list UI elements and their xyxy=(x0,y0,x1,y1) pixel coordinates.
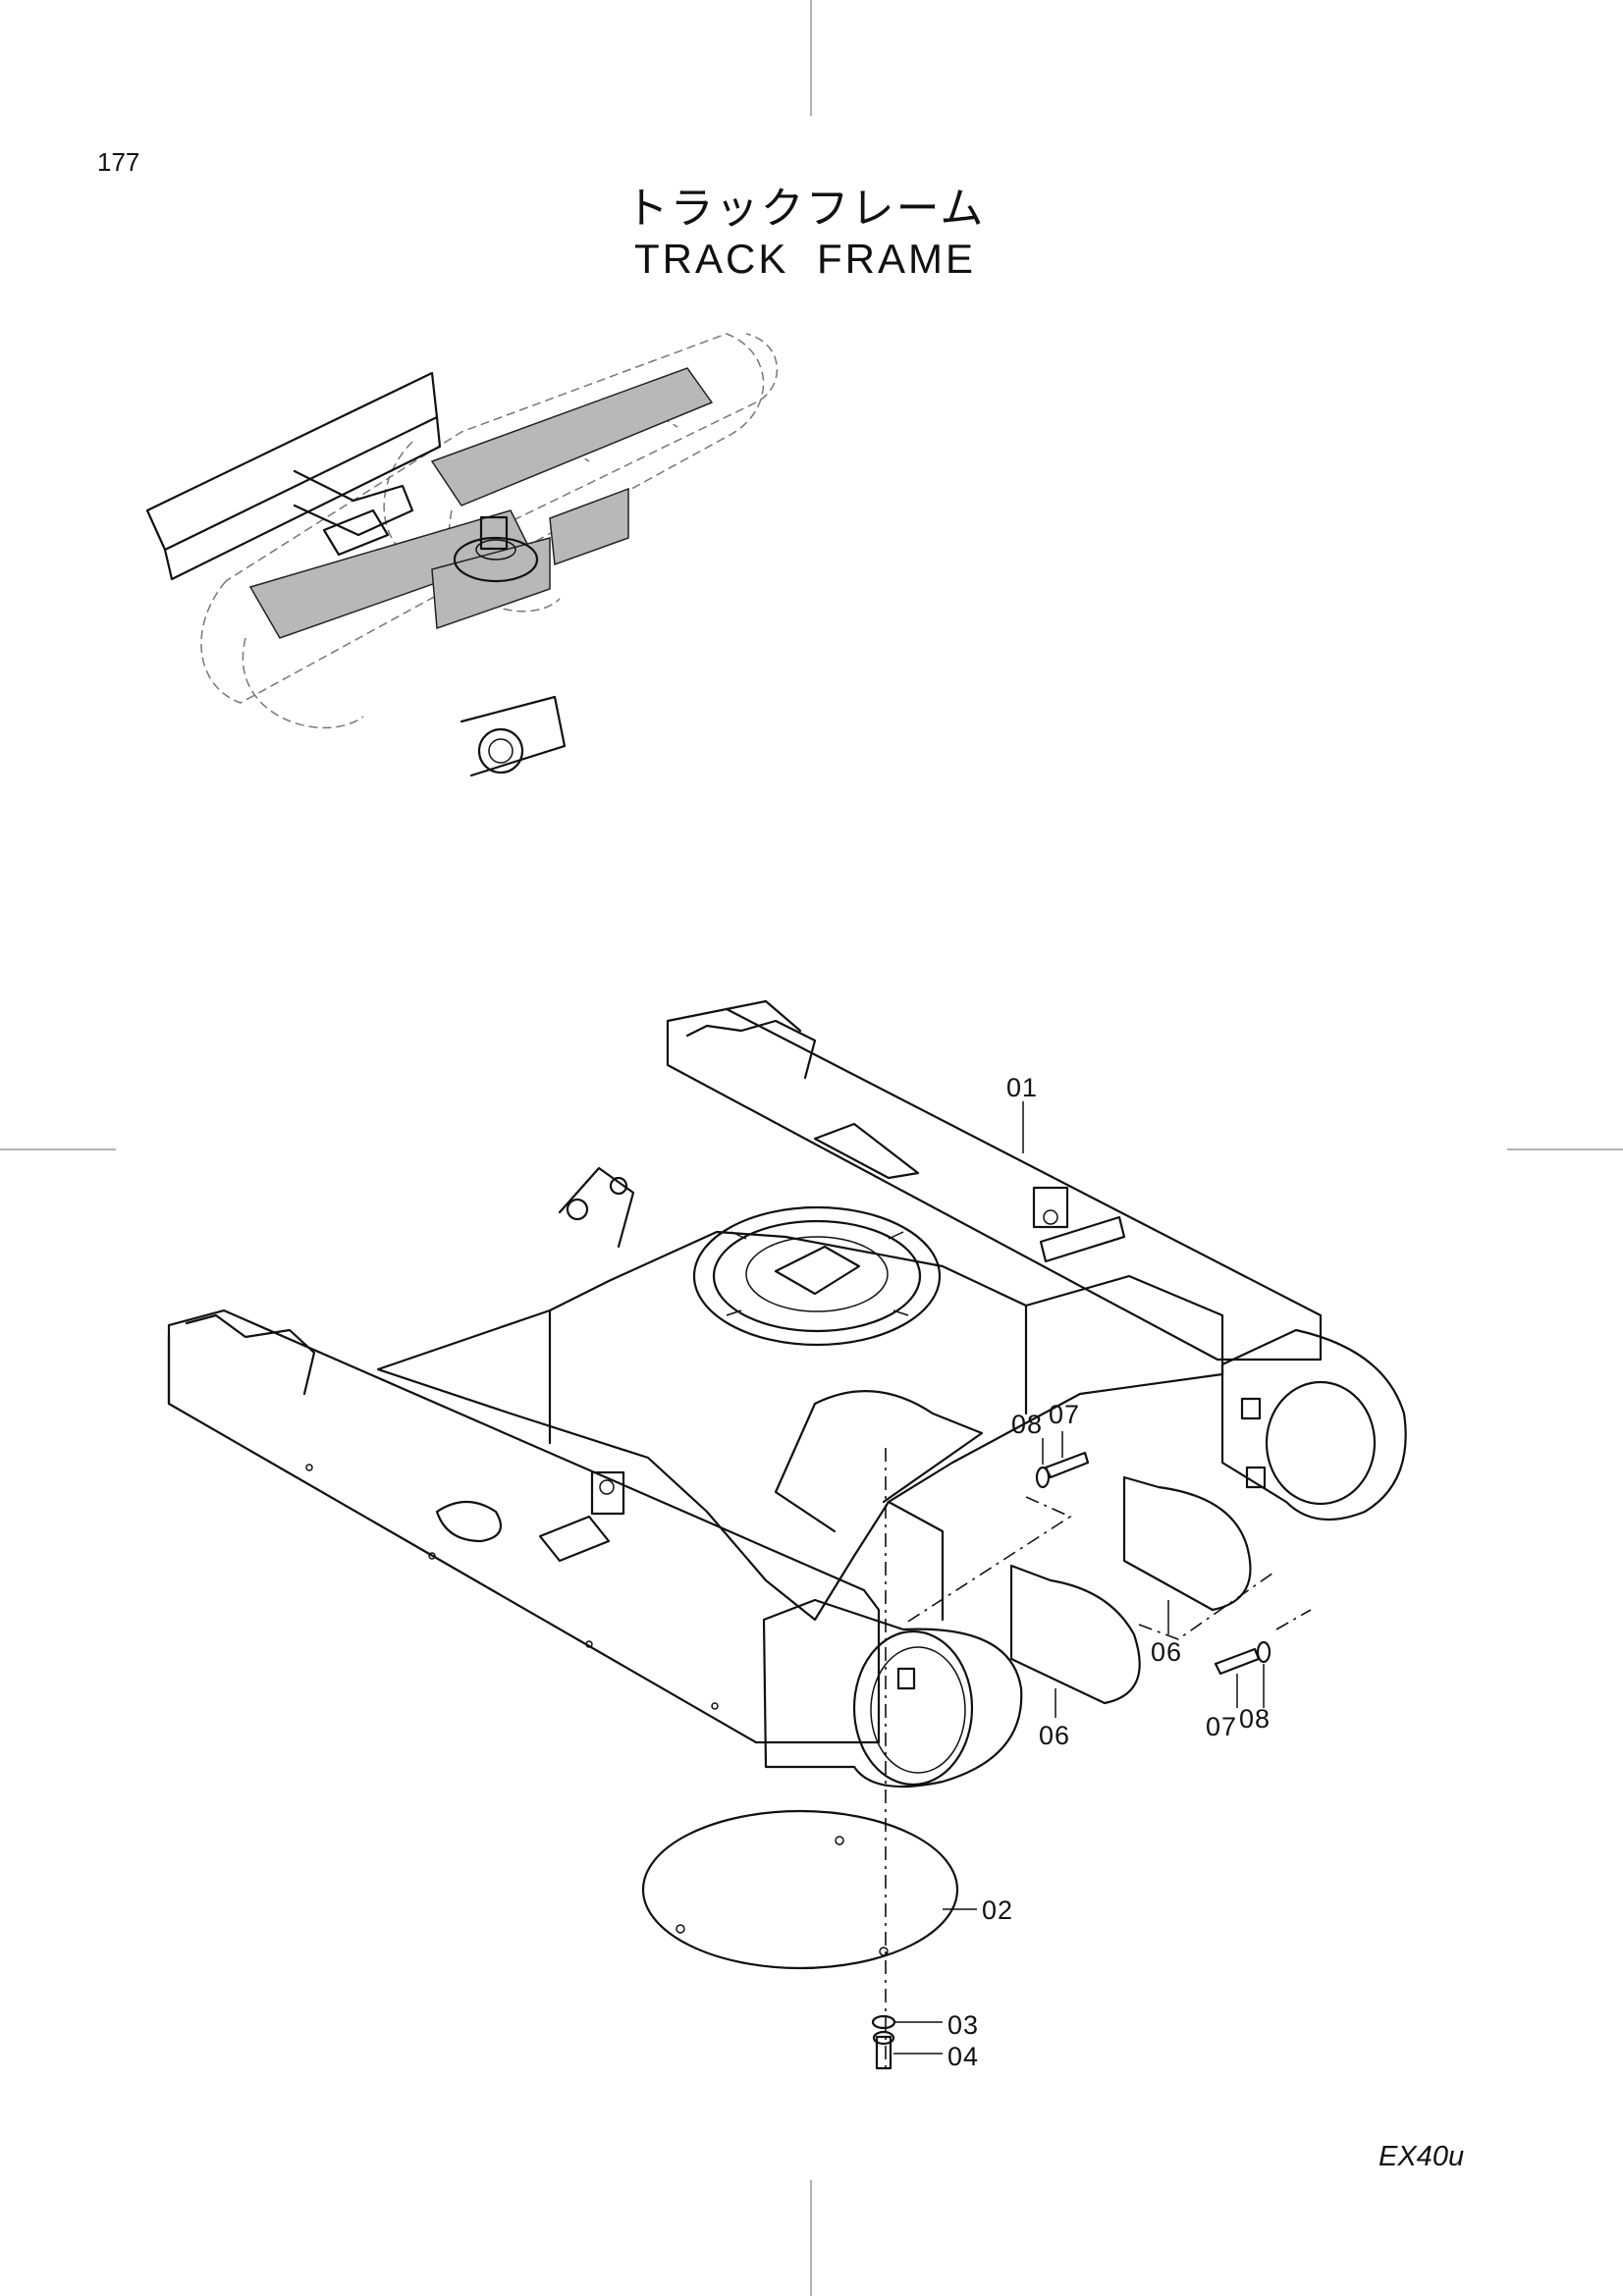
washer-08-lower xyxy=(1256,1640,1271,1664)
page-title: トラックフレーム TRACK FRAME xyxy=(550,184,1060,284)
callout-04: 03 xyxy=(947,2010,979,2040)
track-frame-main-illustration xyxy=(167,999,1407,1789)
callout-03: 04 xyxy=(947,2042,979,2071)
washer-04 xyxy=(871,2014,896,2030)
callout-07-upper: 07 xyxy=(1049,1400,1080,1429)
callout-08-lower: 08 xyxy=(1239,1704,1271,1734)
side-cover-06-left xyxy=(1009,1564,1141,1705)
model-code: EX40u xyxy=(1379,2141,1465,2172)
bolt-07-upper xyxy=(1044,1451,1090,1479)
callout-06-left: 06 xyxy=(1039,1721,1070,1750)
callout-02: 02 xyxy=(982,1896,1013,1925)
bottom-cover-plate xyxy=(641,1809,959,1970)
exploded-parts xyxy=(641,1448,1312,2071)
bolt-07-lower xyxy=(1214,1647,1261,1676)
callout-labels: 01 02 04 03 06 06 07 07 08 08 xyxy=(947,1073,1271,2071)
locator-overview-illustration xyxy=(145,333,779,777)
callout-01: 01 xyxy=(1006,1073,1038,1102)
callout-08-upper: 08 xyxy=(1011,1410,1043,1439)
title-japanese: トラックフレーム xyxy=(624,184,986,234)
title-english: TRACK FRAME xyxy=(633,235,976,282)
bolt-03 xyxy=(875,2035,893,2070)
page-number: 177 xyxy=(97,147,140,177)
callout-07-lower: 07 xyxy=(1206,1712,1237,1741)
side-cover-06-right xyxy=(1122,1475,1252,1612)
callout-leaders xyxy=(893,1101,1265,2055)
washer-08-upper xyxy=(1035,1466,1051,1489)
callout-06-right: 06 xyxy=(1151,1637,1182,1667)
